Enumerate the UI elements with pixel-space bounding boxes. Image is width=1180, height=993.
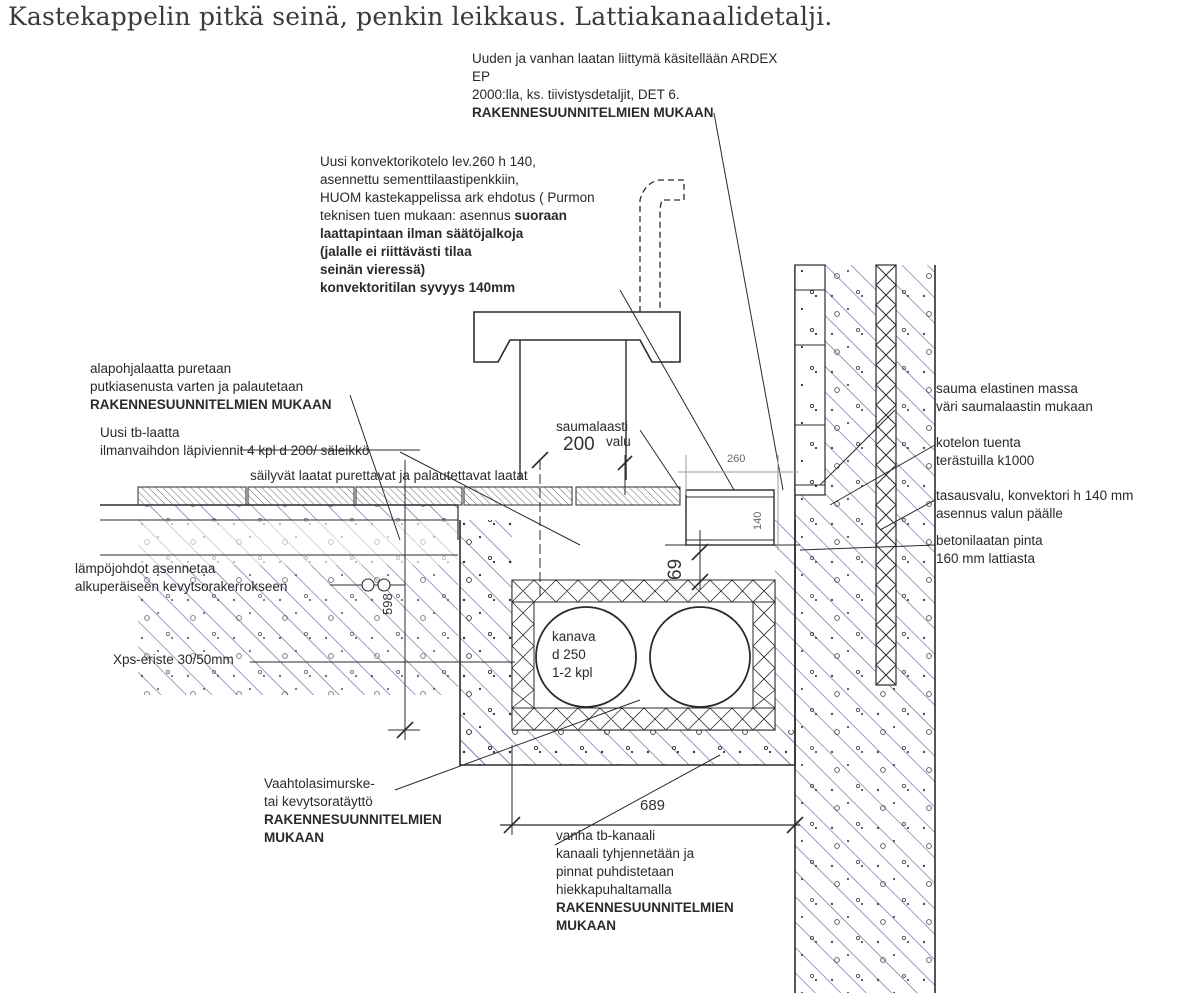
ducts xyxy=(535,606,751,708)
dim-260: 260 xyxy=(727,453,746,465)
foam-glass-fill xyxy=(511,579,776,731)
dim-69: 69 xyxy=(665,558,686,580)
dim-689: 689 xyxy=(640,797,666,814)
old-channel-note: vanha tb-kanaali kanaali tyhjennetään ja… xyxy=(556,828,734,933)
bench xyxy=(473,179,685,480)
xps-note: Xps-eriste 30/50mm xyxy=(113,652,234,667)
new-slab-note: Uusi tb-laatta ilmanvaihdon läpiviennit … xyxy=(100,425,370,458)
base-slab-note: alapohjalaatta puretaan putkiasenusta va… xyxy=(90,361,332,412)
sealant-note: sauma elastinen massa väri saumalaastin … xyxy=(936,381,1093,414)
convector-note: Uusi konvektorikotelo lev.260 h 140, ase… xyxy=(320,154,595,295)
wall-right xyxy=(794,264,936,993)
dimension-lines xyxy=(678,455,798,550)
tile-layer xyxy=(137,486,681,540)
mortar-note: saumalaasti xyxy=(556,419,629,434)
casing-support-note: kotelon tuenta terästuilla k1000 xyxy=(936,435,1035,468)
cable-circles xyxy=(361,578,391,592)
concrete-surface-note: betonilaatan pinta 160 mm lattiasta xyxy=(936,533,1043,566)
dim-140: 140 xyxy=(752,511,764,530)
page-title: Kastekappelin pitkä seinä, penkin leikka… xyxy=(8,2,833,31)
tiles-note: säilyvät laatat purettavat ja palautetta… xyxy=(250,468,528,483)
mortar-unit: valu xyxy=(606,434,631,449)
leveling-note: tasausvalu, konvektori h 140 mm asennus … xyxy=(936,488,1134,521)
tile-joint-note: Uuden ja vanhan laatan liittymä käsitell… xyxy=(472,51,778,120)
dimension-ticks xyxy=(396,451,804,834)
foam-glass-note: Vaahtolasimurske- tai kevytsoratäyttö RA… xyxy=(264,776,442,845)
leader-lines xyxy=(240,112,936,846)
duct-label: kanava d 250 1-2 kpl xyxy=(552,629,596,680)
dim-598: 598 xyxy=(380,593,395,615)
mortar-value: 200 xyxy=(563,434,595,455)
channel-walls xyxy=(459,520,796,766)
convector-casing xyxy=(685,489,775,546)
heating-cables-note: lämpöjohdot asennetaa alkuperäiseen kevy… xyxy=(75,561,288,594)
